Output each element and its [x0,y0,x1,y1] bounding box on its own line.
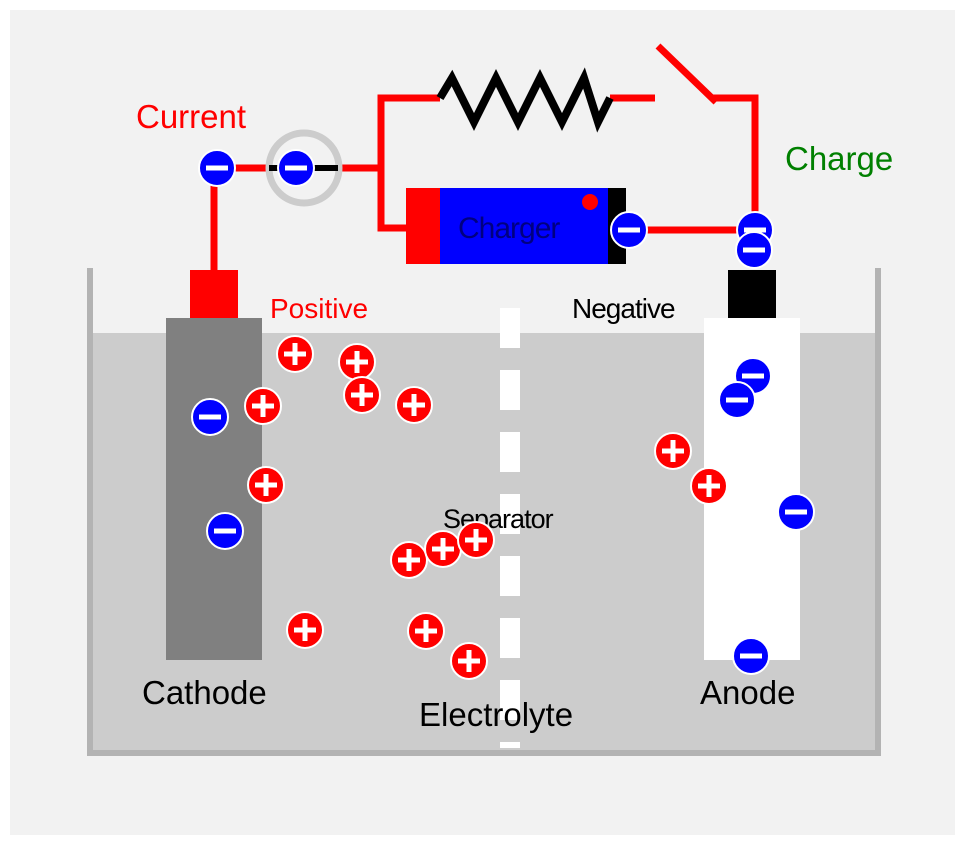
cathode-electrode [166,318,262,660]
positive-ion-icon [244,387,282,425]
positive-ion-icon [424,530,462,568]
positive-ion-icon [457,521,495,559]
charger-label: Charger [458,212,560,245]
electron-icon [191,398,229,436]
container-walls [87,268,881,756]
anode-label: Anode [700,674,795,711]
positive-ion-icon [450,642,488,680]
cathode-label: Cathode [142,674,267,711]
electron-icon [198,149,236,187]
positive-ion-icon [343,376,381,414]
positive-ion-icon [690,467,728,505]
positive-ion-icon [390,541,428,579]
wire-switch-to-anode [712,94,759,232]
charger-indicator-dot [582,194,598,210]
electron-icon [777,493,815,531]
electrolyte-label: Electrolyte [419,696,573,733]
current-label: Current [136,98,246,135]
charge-label: Charge [785,140,893,177]
separator-label: Separator [443,504,554,534]
negative-label: Negative [572,293,675,324]
cathode-terminal [190,270,238,318]
positive-ion-icon [654,432,692,470]
positive-ion-icon [338,343,376,381]
charger-box [406,188,626,264]
particles-layer [191,149,815,680]
positive-ion-icon [286,611,324,649]
positive-label: Positive [270,293,368,324]
electron-icon [732,637,770,675]
positive-ion-icon [276,335,314,373]
electron-icon [206,512,244,550]
electron-icon [718,381,756,419]
positive-ion-icon [247,466,285,504]
positive-ion-icon [395,386,433,424]
switch-icon [655,43,719,105]
positive-ion-icon [407,612,445,650]
electron-icon [277,149,315,187]
electron-icon [735,231,773,269]
anode-terminal [728,270,776,318]
resistor-icon [436,67,614,133]
electron-icon [610,211,648,249]
wire-parallel-split [377,94,440,232]
